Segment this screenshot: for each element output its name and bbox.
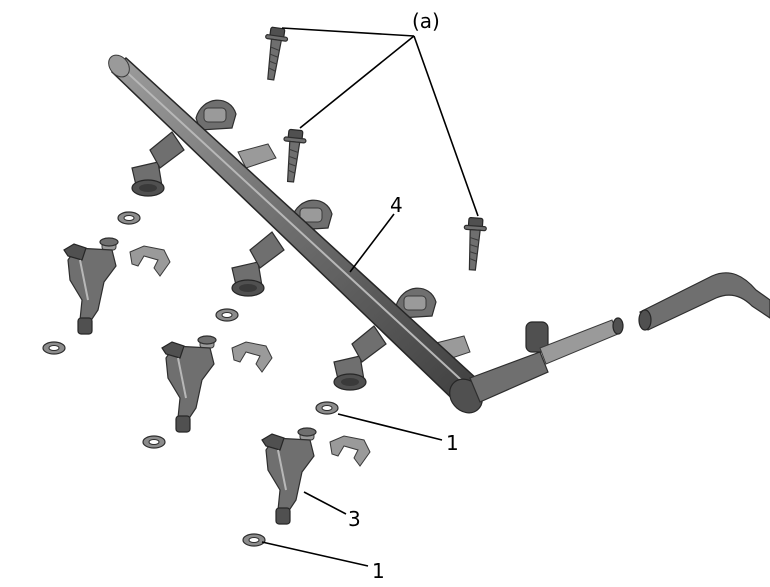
- leader-3: [303, 491, 347, 515]
- seal-lower-3: [242, 533, 266, 547]
- fuel-rail: [108, 54, 483, 414]
- seal-upper-1: [117, 211, 141, 225]
- callout-seal-upper: 1: [446, 431, 459, 455]
- seal-lower-2: [142, 435, 166, 449]
- leader-4: [349, 213, 395, 273]
- callout-fuel-rail: 4: [390, 193, 403, 217]
- rail-tab-1: [237, 143, 277, 169]
- callout-labels: (a) 4 1 3 1: [348, 9, 459, 583]
- bolt-top: [259, 25, 290, 82]
- rail-end-cap: [108, 54, 130, 78]
- injector-2: [161, 335, 217, 433]
- clip-1: [129, 245, 171, 277]
- injector-1: [63, 237, 119, 335]
- bolt-right: [460, 216, 488, 272]
- leader-a-1: [281, 27, 415, 37]
- pressure-fitting: [525, 321, 549, 353]
- injector-set-2: [142, 308, 273, 449]
- leader-a-2: [299, 35, 415, 129]
- fuel-feed-hose: [638, 272, 770, 331]
- clip-3: [329, 435, 371, 467]
- injector-set-1: [42, 211, 171, 355]
- rail-mount-1: [195, 99, 237, 131]
- injector-3: [261, 427, 317, 525]
- leader-1-upper: [337, 413, 443, 441]
- leader-a-3: [413, 35, 479, 217]
- fuel-inlet-fitting: [469, 317, 624, 403]
- leader-lines: [261, 27, 479, 567]
- callout-a: (a): [412, 9, 440, 33]
- seal-upper-2: [215, 308, 239, 322]
- seal-upper-3: [315, 401, 339, 415]
- callout-injector: 3: [348, 507, 361, 531]
- callout-seal-lower: 1: [372, 559, 385, 583]
- leader-1-lower: [261, 541, 369, 567]
- clip-2: [231, 341, 273, 373]
- seal-lower-1: [42, 341, 66, 355]
- bolt-middle: [279, 128, 308, 184]
